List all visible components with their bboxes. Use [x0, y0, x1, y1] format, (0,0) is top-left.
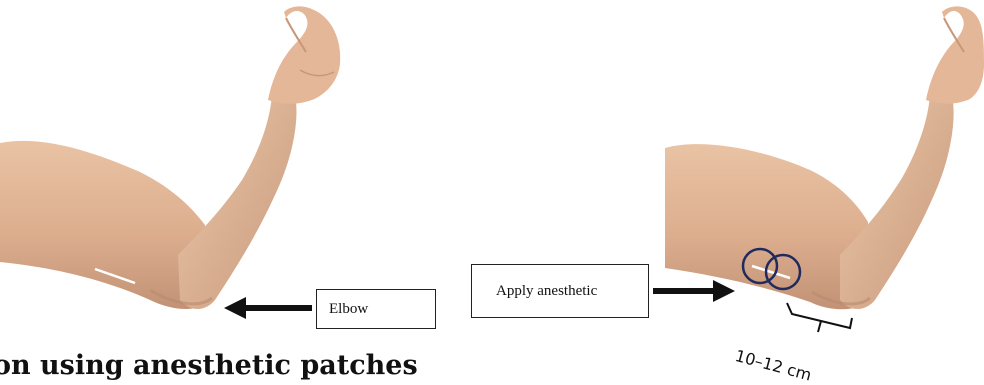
- right-hand: [926, 6, 984, 103]
- apply-anesthetic-label: Apply anesthetic: [471, 264, 649, 318]
- left-forearm: [178, 95, 296, 309]
- right-upper-arm: [665, 144, 870, 309]
- left-upper-arm: [0, 141, 210, 309]
- figure-caption: on using anesthetic patches: [0, 350, 418, 381]
- elbow-label-text: Elbow: [329, 301, 368, 318]
- apply-anesthetic-label-text: Apply anesthetic: [496, 283, 597, 300]
- elbow-label: Elbow: [316, 289, 436, 329]
- right-arm-image: [665, 6, 984, 309]
- arrow-right-icon: [653, 280, 735, 302]
- right-forearm: [840, 95, 954, 309]
- left-arm-image: [0, 6, 340, 309]
- left-hand: [268, 6, 340, 103]
- arrow-left-icon: [224, 297, 312, 319]
